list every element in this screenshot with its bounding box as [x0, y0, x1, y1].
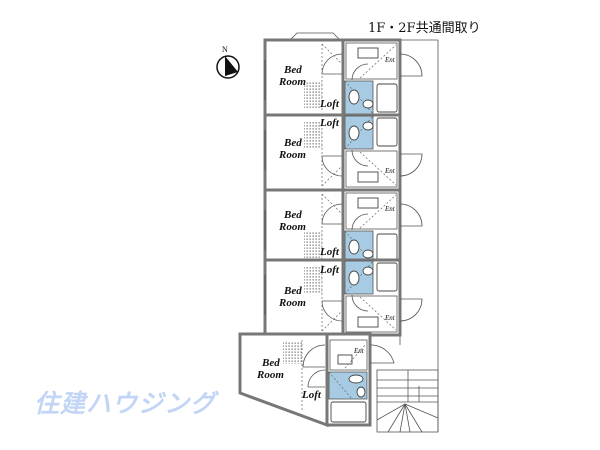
bay-window [289, 32, 341, 41]
bedroom-label: Room [278, 221, 306, 233]
entrance-label: Ent [384, 314, 396, 322]
loft-label: Loft [319, 98, 340, 110]
entrance-label: Ent [384, 167, 396, 175]
bedroom-label: Bed [261, 357, 280, 369]
loft-label: Loft [319, 117, 340, 129]
bedroom-label: Bed [283, 137, 302, 149]
bedroom-label: Room [278, 76, 306, 88]
loft-label: Loft [319, 264, 340, 276]
bedroom-label: Bed [283, 285, 302, 297]
bedroom-label: Room [256, 369, 284, 381]
loft-label: Loft [301, 389, 322, 401]
entrance-label: Ent [384, 205, 396, 213]
bedroom-label: Room [278, 149, 306, 161]
bedroom-label: Bed [283, 64, 302, 76]
watermark-logo: 住建ハウジング [34, 389, 217, 418]
bedroom-label: Bed [283, 209, 302, 221]
unit-5 [238, 332, 395, 428]
north-arrow-icon: N [216, 45, 240, 79]
staircase [376, 369, 439, 433]
entrance-label: Ent [384, 56, 396, 64]
entrance-label: Ent [353, 347, 365, 355]
plan-title: 1F・2F共通間取り [368, 21, 481, 36]
loft-label: Loft [319, 246, 340, 258]
corridor [399, 39, 439, 432]
bedroom-label: Room [278, 297, 306, 309]
compass-label: N [222, 45, 228, 54]
